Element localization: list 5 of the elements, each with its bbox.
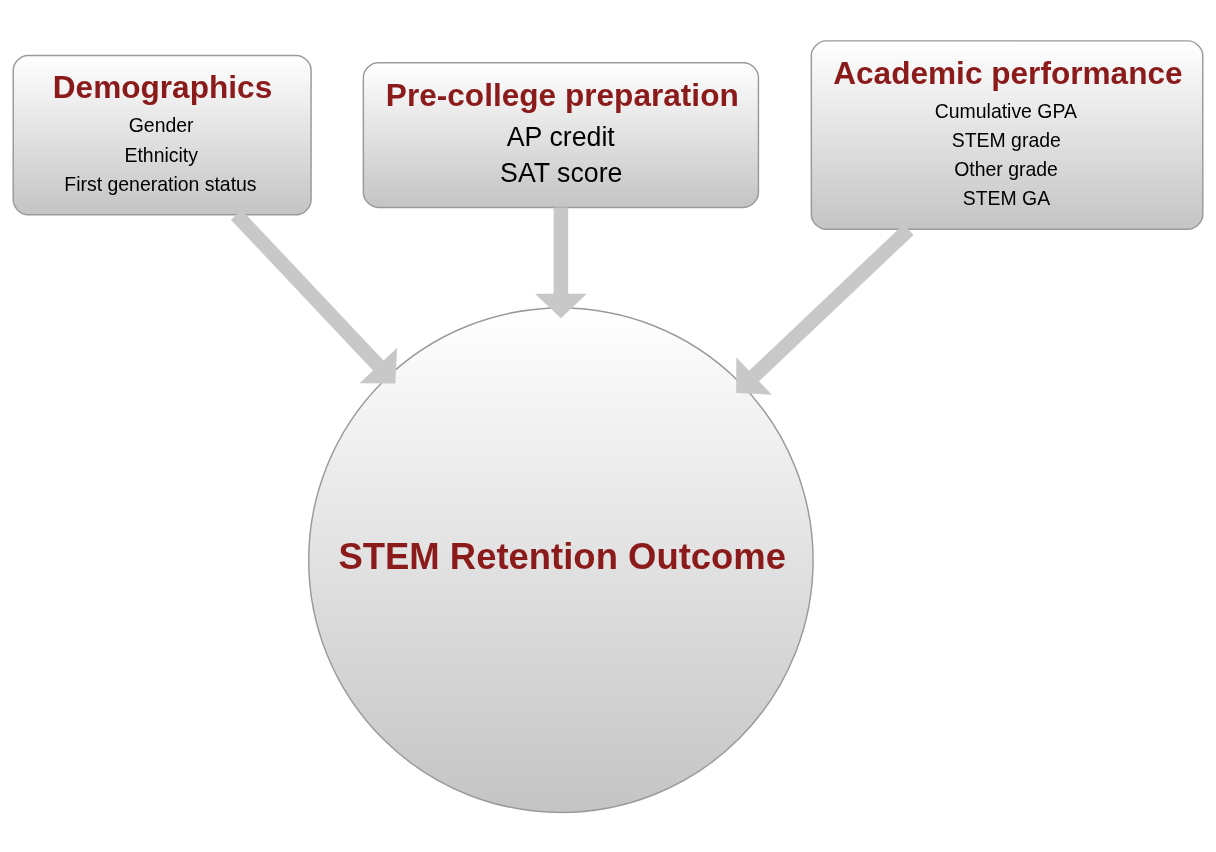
node-circle: STEM Retention Outcome [307, 306, 814, 813]
node-box: Academic performance Cumulative GPA STEM grade Other grade STEM GA [810, 39, 1204, 230]
node-box: Pre-college preparation AP credit SAT score [362, 61, 760, 208]
arrow [535, 207, 587, 318]
node-box: Demographics Gender Ethnicity First generation status [12, 54, 312, 215]
